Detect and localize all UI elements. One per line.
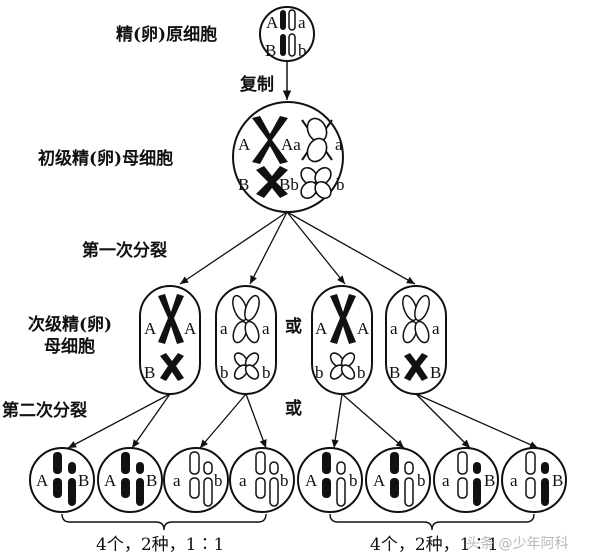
- primary-gene-Aa: Aa: [281, 135, 301, 154]
- sec3-chrom-A: [330, 294, 356, 344]
- sec4-gene-a-left: a: [390, 319, 398, 338]
- sec4-chrom-a: [402, 294, 430, 344]
- secondary-label-line1: 次级精(卵): [28, 314, 112, 335]
- brace-right: [329, 513, 535, 531]
- sec1-gene-A-left: A: [144, 319, 157, 338]
- primary-chromosome-B: [256, 166, 288, 198]
- sec2-gene-a-left: a: [220, 319, 228, 338]
- replication-label: 复制: [239, 74, 274, 95]
- primary-chromosome-a: [301, 117, 333, 163]
- gamete4-gene-a: a: [239, 471, 247, 490]
- primary-chromosome-b: [300, 166, 332, 200]
- sec1-gene-B-left: B: [144, 363, 155, 382]
- primordial-cell: [259, 6, 315, 62]
- gamete7-gene-B: B: [484, 471, 495, 490]
- summary-left: 4个，2种，1∶1: [96, 535, 224, 555]
- sec3-chrom-b: [329, 352, 356, 380]
- sec3-gene-A-left: A: [315, 319, 328, 338]
- summary-right: 4个，2种，1∶1: [370, 535, 498, 555]
- or-label-1: 或: [285, 316, 302, 337]
- gamete1-gene-B: B: [78, 471, 89, 490]
- gamete6-gene-b: b: [417, 471, 426, 490]
- gamete3-gene-b: b: [214, 471, 223, 490]
- sec4-gene-a-right: a: [432, 319, 440, 338]
- primary-gene-b: b: [336, 175, 345, 194]
- sec3-gene-b-right: b: [357, 363, 366, 382]
- gene-A-label: A: [266, 13, 279, 32]
- sec2-gene-b-left: b: [220, 363, 229, 382]
- sec3-gene-A-right: A: [357, 319, 370, 338]
- meiosis2-label: 第二次分裂: [2, 400, 87, 421]
- gamete1-gene-A: A: [36, 471, 49, 490]
- secondary-label-line2: 母细胞: [44, 336, 95, 357]
- gene-b-label: b: [298, 41, 307, 60]
- watermark: 头条 @少年阿科: [466, 535, 568, 552]
- meiosis1-arrows: [179, 211, 416, 285]
- sec4-gene-B-right: B: [430, 363, 441, 382]
- sec2-gene-b-right: b: [262, 363, 271, 382]
- sec1-chrom-B: [160, 353, 184, 381]
- meiosis2-arrows: [67, 393, 539, 449]
- gene-a-label: a: [298, 13, 306, 32]
- primary-gene-Bb: Bb: [279, 175, 299, 194]
- gamete3-gene-a: a: [173, 471, 181, 490]
- gamete8-gene-a: a: [510, 471, 518, 490]
- meiosis1-label: 第一次分裂: [82, 240, 167, 261]
- primordial-cell-label: 精(卵)原细胞: [116, 24, 217, 45]
- gamete2-gene-A: A: [104, 471, 117, 490]
- primary-gene-A: A: [238, 135, 251, 154]
- gamete5-gene-b: b: [349, 471, 358, 490]
- sec2-gene-a-right: a: [262, 319, 270, 338]
- gamete6-gene-A: A: [373, 471, 386, 490]
- sec1-chrom-A: [158, 294, 184, 344]
- primary-cell-label: 初级精(卵)母细胞: [38, 148, 173, 169]
- sec1-gene-A-right: A: [184, 319, 197, 338]
- primordial-chromosomes: [280, 9, 296, 57]
- brace-left: [61, 513, 267, 531]
- gamete8-gene-B: B: [552, 471, 563, 490]
- primary-gene-B: B: [238, 175, 249, 194]
- or-label-2: 或: [285, 398, 302, 419]
- gene-B-label: B: [265, 41, 276, 60]
- gamete7-gene-a: a: [442, 471, 450, 490]
- sec2-chrom-a: [232, 294, 260, 344]
- sec3-gene-b-left: b: [315, 363, 324, 382]
- gamete-1: [29, 447, 95, 513]
- sec4-gene-B-left: B: [389, 363, 400, 382]
- gamete5-gene-A: A: [305, 471, 318, 490]
- sec2-chrom-b: [233, 352, 260, 380]
- gamete2-gene-B: B: [146, 471, 157, 490]
- sec4-chrom-B: [404, 353, 428, 381]
- gamete4-gene-b: b: [280, 471, 289, 490]
- primary-gene-a: a: [335, 135, 343, 154]
- primary-chromosome-A: [252, 116, 288, 164]
- gamete-2: [97, 447, 163, 513]
